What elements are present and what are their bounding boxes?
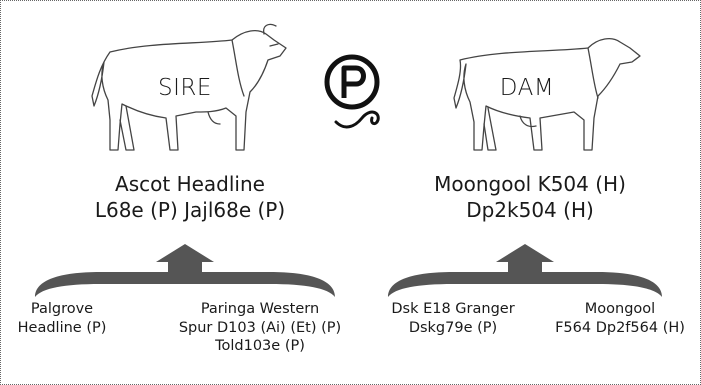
sire-name: Ascot Headline L68e (P) Jajl68e (P) [85,172,295,223]
dam-parent-1-line2: Dskg79e (P) [408,319,498,336]
sire-parent-2: Paringa Western Spur D103 (Ai) (Et) (P) … [160,300,360,356]
dam-label: DAM [499,75,555,101]
dam-parent-1-line1: Dsk E18 Granger [391,301,515,317]
sire-parent-2-line2: Spur D103 (Ai) (Et) (P) [178,319,342,336]
dam-parent-2-line2: F564 Dp2f564 (H) [555,319,685,336]
dam-name-line1: Moongool K504 (H) [434,172,626,196]
dam-parent-2: Moongool F564 Dp2f564 (H) [540,300,700,337]
sire-name-line1: Ascot Headline [115,172,265,196]
dam-name-line2: Dp2k504 (H) [466,197,594,222]
sire-lineage-arrow [35,244,335,297]
dam-parent-2-line1: Moongool [584,301,656,317]
sire-parent-1-line1: Palgrove [30,301,94,317]
dam-name: Moongool K504 (H) Dp2k504 (H) [415,172,645,223]
polled-p-icon [324,54,380,129]
sire-parent-1: Palgrove Headline (P) [0,300,124,337]
sire-parent-2-line1: Paringa Western [200,301,320,317]
sire-parent-1-line2: Headline (P) [17,319,107,336]
sire-name-line2: L68e (P) Jajl68e (P) [94,197,286,222]
sire-parent-2-line3: Told103e (P) [215,338,305,355]
cow-icon [453,37,641,151]
dam-lineage-arrow [388,244,662,297]
dam-parent-1: Dsk E18 Granger Dskg79e (P) [378,300,528,337]
bull-icon [91,23,287,151]
sire-label: SIRE [158,75,212,101]
